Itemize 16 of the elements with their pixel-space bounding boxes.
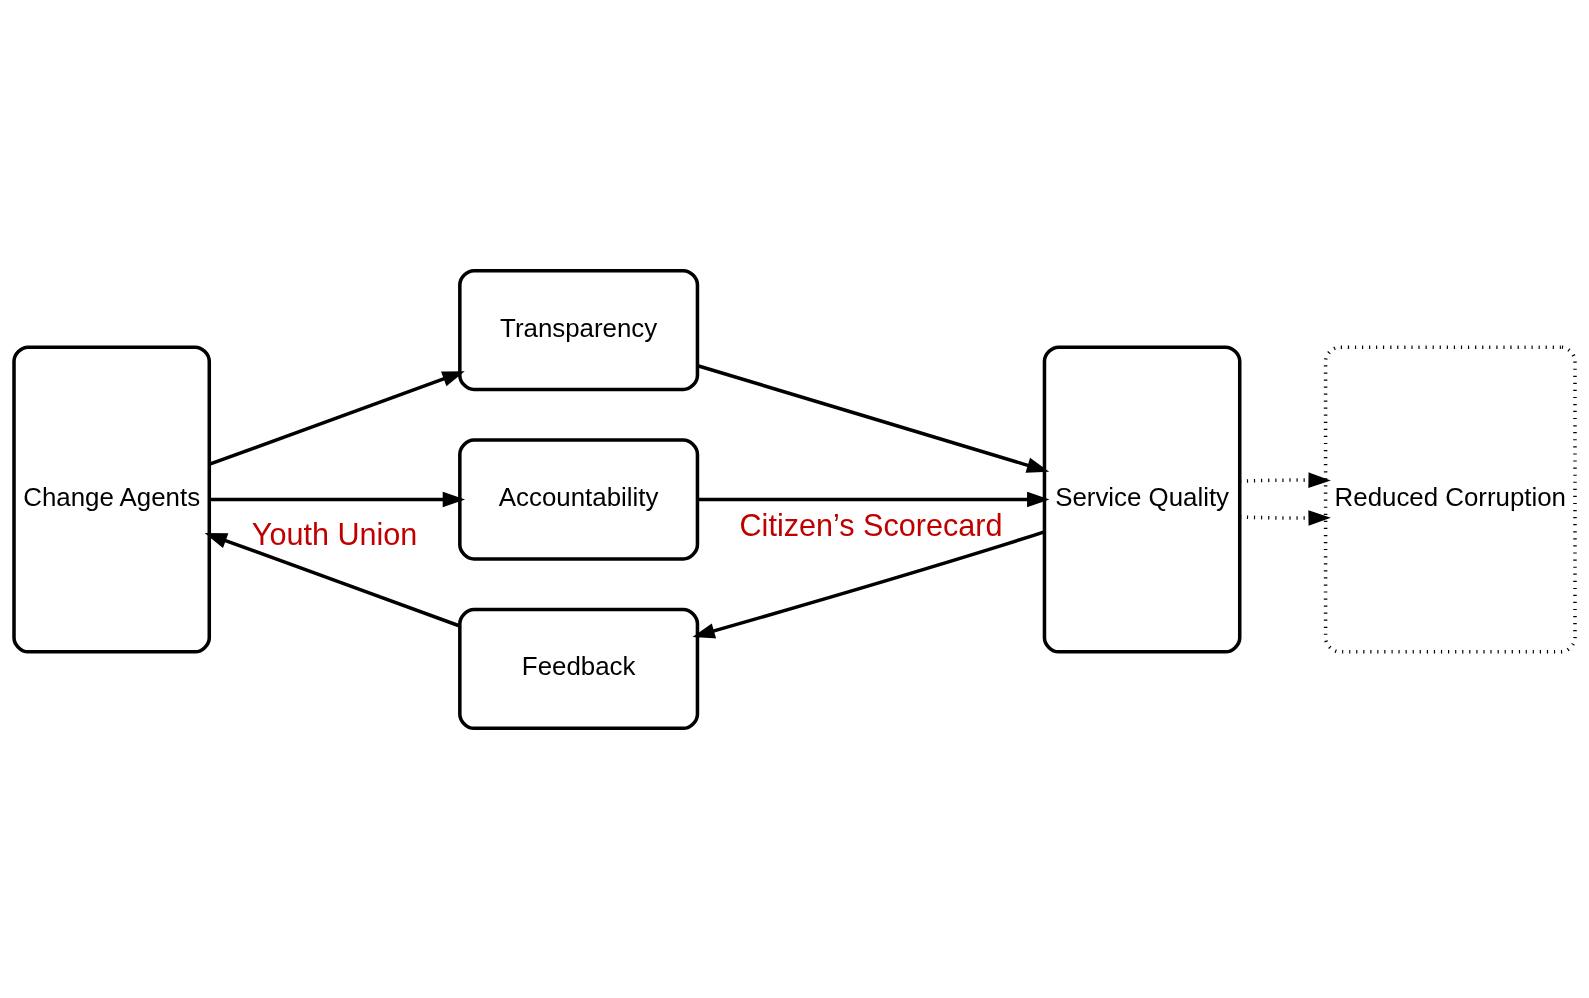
arrow xyxy=(692,529,1045,638)
edge-label: Citizen’s Scorecard xyxy=(739,507,1003,542)
node-box: Change Agents xyxy=(12,344,212,654)
node-box: Accountability xyxy=(458,437,700,561)
arrow xyxy=(204,532,461,628)
node-box: Feedback xyxy=(458,607,700,730)
node-box: Reduced Corruption xyxy=(1323,344,1577,654)
arrow xyxy=(1240,471,1331,488)
arrow xyxy=(209,370,465,466)
arrow xyxy=(209,491,466,507)
node-box: Service Quality xyxy=(1042,344,1242,654)
arrow xyxy=(697,491,1050,507)
arrow xyxy=(1240,509,1331,526)
arrow xyxy=(697,363,1050,473)
node-box: Transparency xyxy=(458,268,700,391)
edge-label: Youth Union xyxy=(251,516,418,551)
